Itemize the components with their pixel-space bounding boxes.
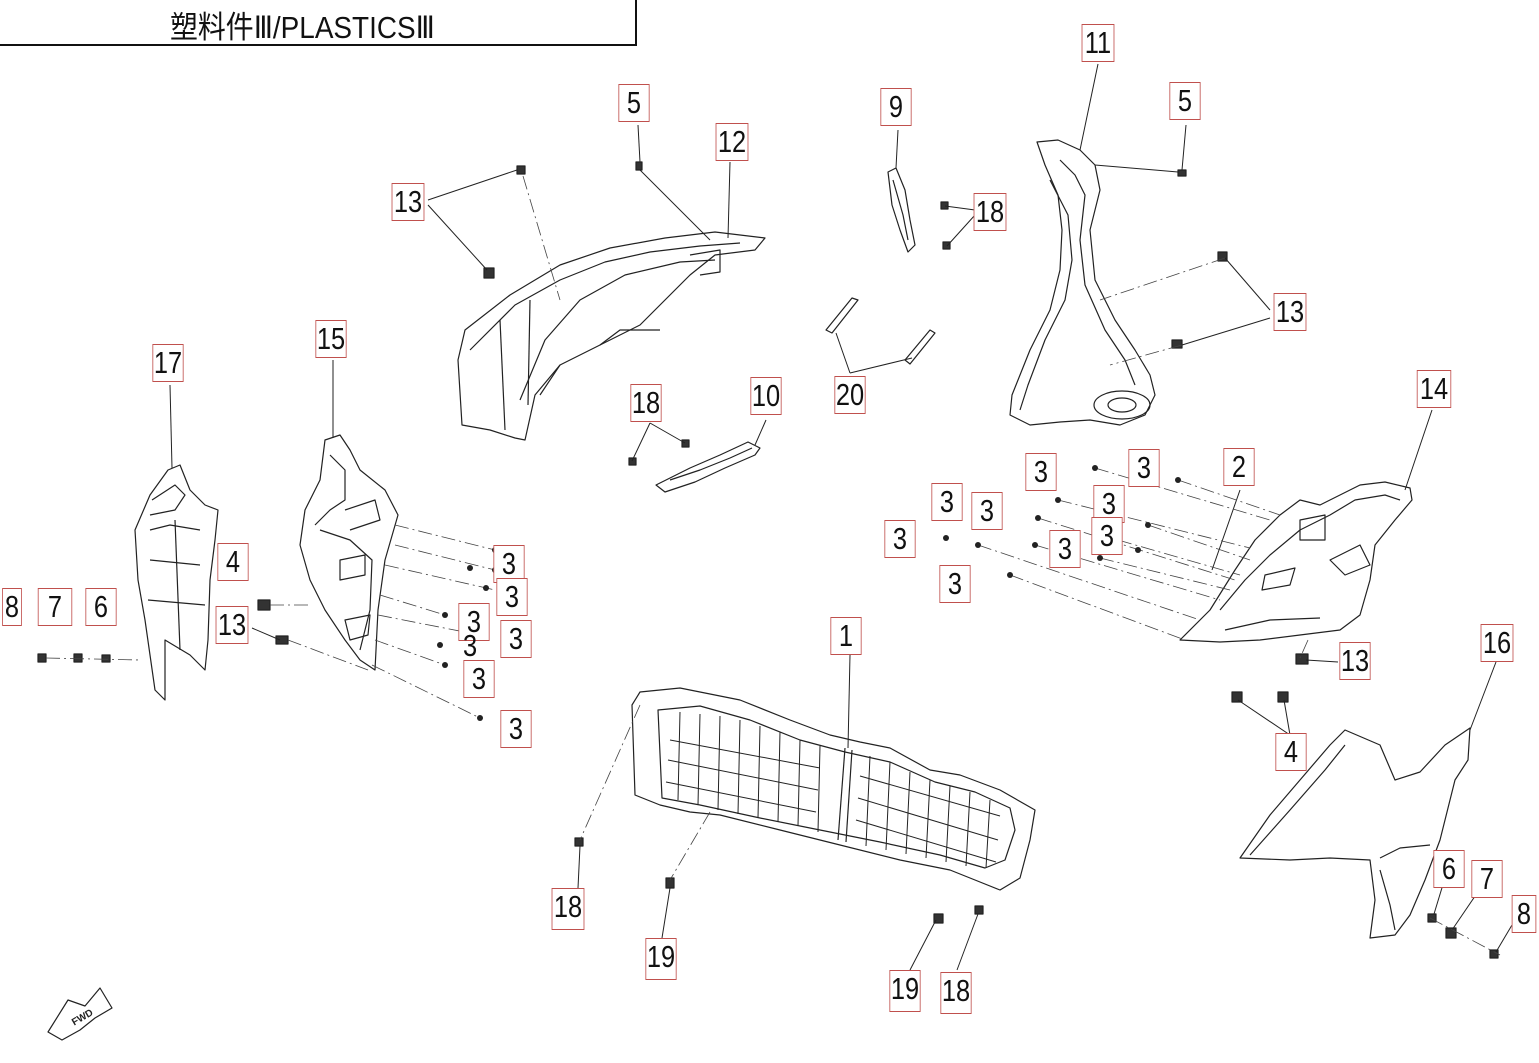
fwd-arrow-label: FWD (70, 1007, 95, 1028)
callout-3: 3 (1049, 530, 1081, 568)
callout-7: 7 (1471, 860, 1503, 898)
part-12-front-upper-cover (457, 231, 766, 441)
callout-13: 13 (391, 183, 425, 221)
callout-3: 3 (1025, 453, 1057, 491)
callout-3: 3 (1128, 449, 1160, 487)
callout-5: 5 (1169, 82, 1201, 120)
callout-18: 18 (551, 888, 585, 930)
callout-15: 15 (315, 320, 347, 358)
callout-8: 8 (2, 588, 22, 626)
part-16-right-side-panel (1239, 727, 1471, 939)
callout-3: 3 (939, 565, 971, 603)
callout-19: 19 (645, 938, 677, 980)
fwd-arrow-icon: FWD (47, 987, 113, 1041)
callout-3: 3 (971, 492, 1003, 530)
callout-4: 4 (1275, 733, 1307, 771)
callout-2: 2 (1223, 448, 1255, 486)
callout-6: 6 (85, 588, 117, 626)
callout-3: 3 (500, 620, 532, 658)
callout-12: 12 (715, 123, 749, 161)
callout-1: 1 (830, 617, 862, 655)
callout-18: 18 (630, 384, 662, 422)
callout-3: 3 (1091, 517, 1123, 555)
callout-13: 13 (1339, 642, 1371, 680)
callout-10: 10 (750, 377, 782, 415)
callout-3: 3 (458, 603, 490, 641)
part-10-bracket (655, 441, 761, 493)
part-17-left-side-panel (134, 464, 219, 701)
part-1-grille-slats (665, 711, 1001, 869)
part-1-front-grille (631, 687, 1036, 891)
assembly-lines (45, 175, 1501, 956)
callout-3: 3 (463, 660, 495, 698)
callout-5: 5 (618, 84, 650, 122)
part-20-pads (825, 297, 936, 365)
title-box: 塑料件Ⅲ/PLASTICSⅢ (0, 0, 637, 46)
callout-6: 6 (1433, 850, 1465, 888)
callout-3: 3 (1093, 485, 1125, 523)
callout-13: 13 (1273, 293, 1307, 331)
page-title: 塑料件Ⅲ/PLASTICSⅢ (170, 10, 435, 45)
part-2-14-right-inner-panel (1179, 481, 1413, 643)
callout-8: 8 (1511, 895, 1537, 933)
callout-3: 3 (931, 483, 963, 521)
callout-20: 20 (834, 376, 866, 414)
leader-lines (169, 63, 1513, 971)
callout-18: 18 (973, 193, 1007, 231)
callout-7: 7 (37, 588, 73, 626)
callout-3: 3 (500, 710, 532, 748)
part-15-left-inner-panel (299, 434, 399, 671)
callout-3: 3 (884, 520, 916, 558)
callout-14: 14 (1416, 370, 1452, 408)
callout-17: 17 (152, 344, 184, 382)
callout-9: 9 (880, 88, 912, 126)
part-11-right-upper-cover (1009, 139, 1156, 426)
screw-dots (437, 465, 1181, 721)
callout-4: 4 (217, 543, 249, 581)
part-9-bracket (887, 167, 916, 253)
fasteners (37, 161, 1499, 959)
callout-16: 16 (1480, 624, 1514, 662)
callout-11: 11 (1081, 24, 1115, 62)
callout-18: 18 (940, 972, 972, 1014)
callout-19: 19 (889, 970, 921, 1012)
callout-13: 13 (215, 606, 249, 644)
callout-3: 3 (496, 578, 528, 616)
